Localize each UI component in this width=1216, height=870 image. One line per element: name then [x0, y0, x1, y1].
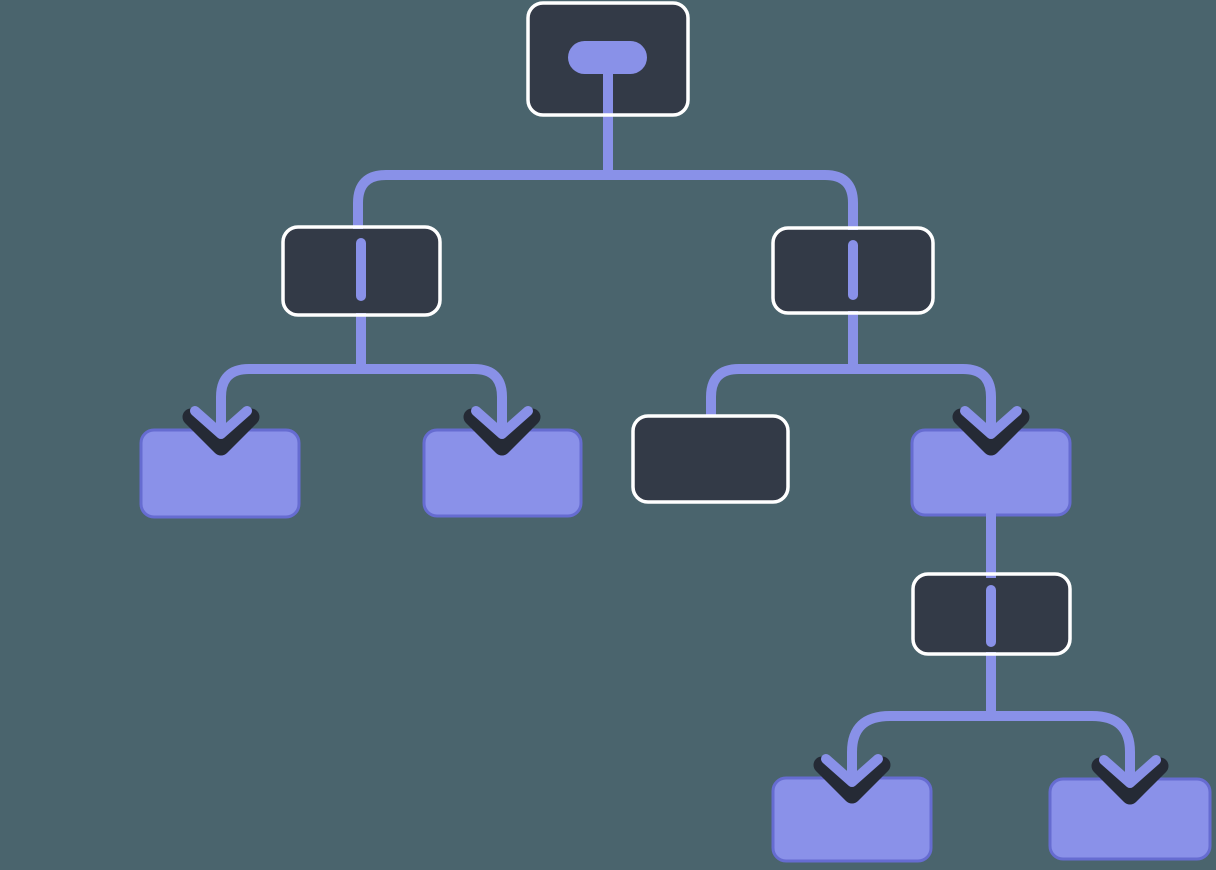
node-root-border	[526, 1, 690, 117]
layer-node-borders	[281, 1, 1072, 656]
arrow-leaf-5-chevron-icon	[1099, 755, 1161, 788]
node-branch-left-border	[281, 225, 442, 317]
node-node-mid-border	[631, 414, 790, 504]
connector-root-split	[353, 170, 858, 230]
arrow-leaf-4-chevron-shadow-icon	[813, 756, 891, 804]
node-branch-right-border	[771, 226, 935, 315]
root-pill-icon	[568, 41, 647, 74]
arrow-leaf-4-chevron-icon	[821, 754, 883, 787]
connector-bottom-split	[847, 652, 1135, 781]
node-branch-bottom-border	[911, 572, 1072, 656]
layer-node-fills	[139, 3, 1212, 863]
arrow-leaf-3-chevron-icon	[960, 406, 1022, 439]
arrow-leaf-1-chevron-shadow-icon	[182, 408, 260, 456]
node-node-mid[interactable]	[633, 416, 788, 502]
arrow-leaf-3-chevron-shadow-icon	[952, 408, 1030, 456]
layer-connectors	[190, 41, 1161, 788]
arrow-leaf-2-chevron-shadow-icon	[463, 408, 541, 456]
connector-right-split	[706, 311, 996, 432]
arrow-leaf-5-chevron-shadow-icon	[1091, 757, 1169, 805]
layer-arrow-shadows	[182, 408, 1169, 805]
arrow-leaf-1-chevron-icon	[190, 406, 252, 439]
arrow-leaf-2-chevron-icon	[471, 406, 533, 439]
connector-left-split	[216, 313, 507, 432]
